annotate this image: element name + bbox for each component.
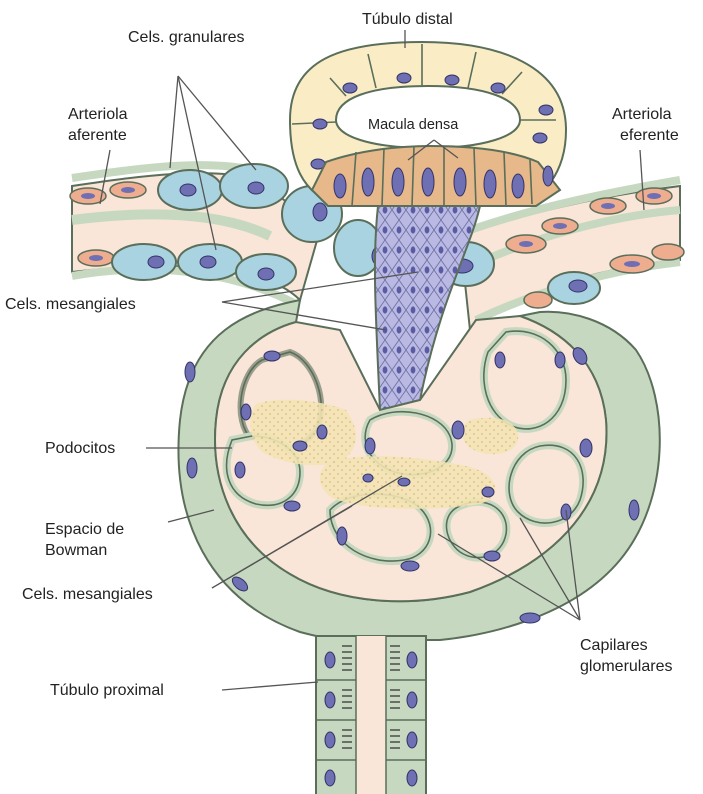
label-tubulo-distal: Túbulo distal [362,10,453,29]
label-capilares-line2: glomerulares [580,657,672,676]
label-cels-granulares: Cels. granulares [128,28,245,47]
label-podocitos: Podocitos [45,439,115,458]
label-capilares-line1: Capilares [580,636,648,655]
label-arteriola-eferente-line1: Arteriola [612,105,672,124]
proximal-tubule [316,636,426,794]
label-espacio-bowman-line2: Bowman [45,541,107,560]
label-cels-mesangiales-top: Cels. mesangiales [5,295,136,314]
label-arteriola-eferente-line2: eferente [620,126,679,145]
label-macula-densa: Macula densa [368,116,458,135]
label-tubulo-proximal: Túbulo proximal [50,681,164,700]
label-espacio-bowman-line1: Espacio de [45,520,124,539]
label-cels-mesangiales-bottom: Cels. mesangiales [22,585,153,604]
label-arteriola-aferente-line1: Arteriola [68,105,128,124]
label-arteriola-aferente-line2: aferente [68,126,127,145]
